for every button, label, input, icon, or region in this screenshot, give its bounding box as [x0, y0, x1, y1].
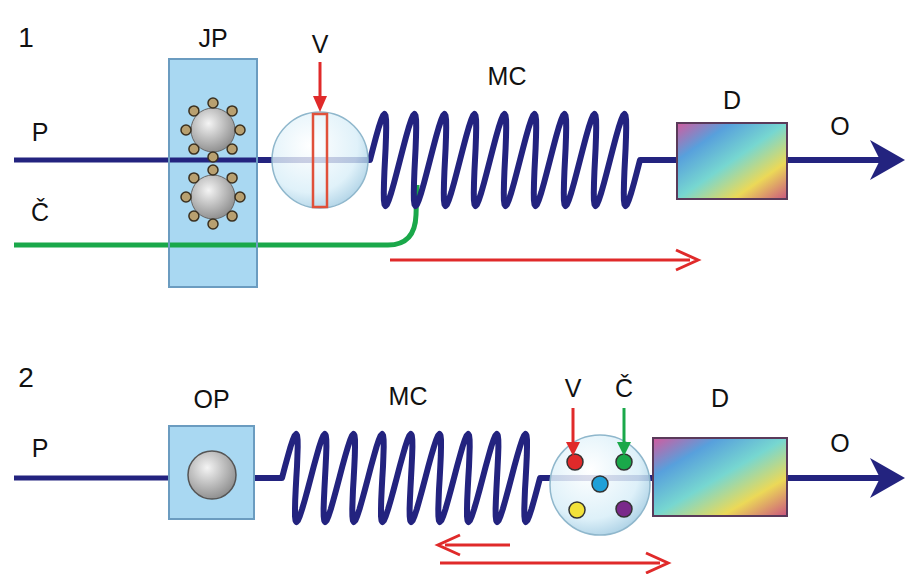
- roller-pin: [208, 152, 218, 162]
- valve-port: [567, 454, 583, 470]
- carrier-label: P: [32, 434, 49, 463]
- multiport-valve: [550, 435, 650, 535]
- reagent-label: Č: [615, 374, 633, 403]
- roller-pin: [227, 173, 237, 183]
- injection-valve: [272, 112, 368, 208]
- flow-arrow: [440, 562, 660, 565]
- roller-pin: [235, 125, 245, 135]
- sample-arrowhead: [566, 442, 580, 456]
- roller-pin: [227, 106, 237, 116]
- pump-box: OP: [168, 425, 255, 520]
- detector-box: D: [652, 437, 788, 517]
- outlet-label: O: [830, 429, 849, 458]
- roller-pin: [189, 173, 199, 183]
- roller-pin: [208, 98, 218, 108]
- flow-arrow: [676, 250, 698, 270]
- valve-label: V: [565, 374, 582, 403]
- valve-port: [569, 502, 585, 518]
- roller-pin: [208, 219, 218, 229]
- flow-arrow: [646, 553, 668, 573]
- valve-port: [592, 476, 608, 492]
- roller-pin: [189, 211, 199, 221]
- reagent-arrow: [623, 408, 626, 446]
- node-label: JP: [170, 24, 256, 53]
- coil-label: MC: [488, 62, 527, 91]
- valve-port: [616, 454, 632, 470]
- outlet-tube: [788, 157, 880, 163]
- roller-pin: [227, 211, 237, 221]
- roller-pin: [227, 144, 237, 154]
- node-label: D: [678, 86, 786, 115]
- carrier-label: P: [32, 118, 49, 147]
- roller-pin: [181, 125, 191, 135]
- roller-pin: [189, 144, 199, 154]
- sample-arrow: [319, 62, 322, 100]
- pump-box: JP: [168, 58, 258, 288]
- carrier-tube: [14, 476, 168, 481]
- panel-number: 1: [18, 22, 34, 54]
- flow-arrow: [438, 535, 460, 555]
- pump-piston: [188, 451, 236, 499]
- sample-arrowhead: [313, 96, 327, 112]
- node-label: OP: [170, 385, 253, 414]
- roller-pin: [235, 192, 245, 202]
- pump-fill: [168, 425, 255, 520]
- flow-arrow: [445, 544, 510, 547]
- panel-number: 2: [18, 362, 34, 394]
- carrier-tube: [14, 158, 258, 163]
- reagent-label: Č: [31, 198, 49, 227]
- outlet-arrowhead: [870, 140, 905, 180]
- outlet-label: O: [830, 112, 849, 141]
- detector-fill: [676, 122, 788, 200]
- outlet-arrowhead: [870, 458, 905, 498]
- detector-fill: [652, 437, 788, 517]
- valve-label: V: [312, 30, 329, 59]
- roller-pin: [208, 165, 218, 175]
- roller-pin: [181, 192, 191, 202]
- sample-loop: [313, 114, 327, 207]
- roller-pin: [189, 106, 199, 116]
- outlet-tube: [788, 475, 880, 481]
- pump-rollers: [181, 98, 245, 229]
- reagent-arrowhead: [617, 442, 631, 456]
- node-label: D: [654, 384, 786, 413]
- valve-port: [616, 501, 632, 517]
- detector-box: D: [676, 122, 788, 200]
- pump-fill: [168, 58, 258, 288]
- flow-arrow: [390, 259, 690, 262]
- sample-arrow: [572, 408, 575, 446]
- coil-label: MC: [389, 382, 428, 411]
